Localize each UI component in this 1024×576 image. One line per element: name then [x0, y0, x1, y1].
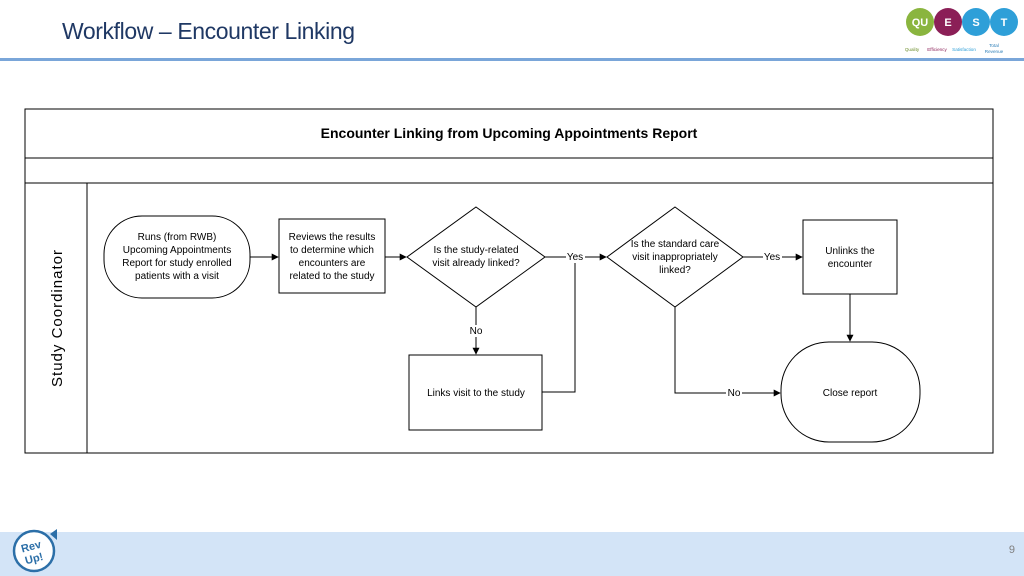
start-node-line-2: Upcoming Appointments: [123, 245, 231, 256]
start-node-line-3: Report for study enrolled: [122, 258, 232, 269]
connector-decision2-no: [674, 307, 781, 397]
edge-label-bg: [566, 251, 585, 263]
connector-link-to-decision2: [542, 257, 576, 393]
link-visit-label: Links visit to the study: [427, 388, 525, 399]
logo-circle-e: [934, 8, 962, 36]
edge-label-d2-no: No: [728, 388, 741, 399]
edge-label-bg: [763, 251, 782, 263]
logo-letter-e: E: [944, 17, 951, 29]
logo-letter-qu: QU: [912, 17, 929, 29]
logo-caption-total: Total: [989, 43, 999, 48]
decision1-line-2: visit already linked?: [432, 258, 520, 269]
logo-circle-qu: [906, 8, 934, 36]
decision2-line-2: visit inappropriately: [632, 252, 718, 263]
edge-label-bg: [726, 387, 742, 399]
logo-caption-efficiency: Efficiency: [927, 47, 947, 52]
quest-logo: QU E S T Quality Efficiency Satisfaction…: [905, 8, 1018, 54]
logo-circle-t: [990, 8, 1018, 36]
close-report-label: Close report: [823, 388, 878, 399]
slide-title: Workflow – Encounter Linking: [62, 18, 355, 44]
logo-caption-quality: Quality: [905, 47, 920, 52]
unlink-node-line-1: Unlinks the: [825, 246, 875, 257]
footer-band: [0, 532, 1024, 576]
revup-logo: Rev Up!: [12, 529, 57, 573]
diagram-title: Encounter Linking from Upcoming Appointm…: [321, 125, 698, 141]
review-node-line-1: Reviews the results: [289, 232, 376, 243]
start-node-line-1: Runs (from RWB): [138, 232, 217, 243]
swimlane-frame: [24, 108, 994, 454]
unlink-encounter-node: [802, 219, 898, 295]
start-node-line-4: patients with a visit: [135, 271, 219, 282]
review-node-line-2: to determine which: [290, 245, 374, 256]
review-results-node: [278, 218, 386, 294]
edge-label-d1-yes: Yes: [567, 252, 583, 263]
decision2-line-3: linked?: [659, 265, 691, 276]
link-visit-node: [408, 354, 543, 431]
page-number: 9: [1008, 544, 1015, 556]
edge-label-d2-yes: Yes: [764, 252, 780, 263]
close-report-node: [780, 341, 921, 443]
logo-circle-s: [962, 8, 990, 36]
unlink-node-line-2: encounter: [828, 259, 873, 270]
revup-logo-arrow: [50, 529, 57, 540]
edge-label-d1-no: No: [470, 326, 483, 337]
review-node-line-3: encounters are: [299, 258, 366, 269]
decision1-line-1: Is the study-related: [433, 245, 518, 256]
edge-label-bg: [467, 325, 485, 337]
lane-label: Study Coordinator: [49, 249, 66, 387]
decision2-line-1: Is the standard care: [631, 239, 720, 250]
revup-logo-line-1: Rev: [20, 538, 43, 555]
logo-caption-revenue: Revenue: [985, 49, 1004, 54]
logo-letter-t: T: [1001, 17, 1008, 29]
review-node-line-4: related to the study: [289, 271, 374, 282]
logo-letter-s: S: [972, 17, 979, 29]
revup-logo-ring: [12, 529, 56, 573]
start-node: [103, 215, 251, 299]
revup-logo-line-2: Up!: [24, 551, 45, 567]
title-divider: [0, 58, 1024, 61]
logo-caption-satisfaction: Satisfaction: [952, 47, 976, 52]
decision-already-linked: [406, 206, 546, 308]
